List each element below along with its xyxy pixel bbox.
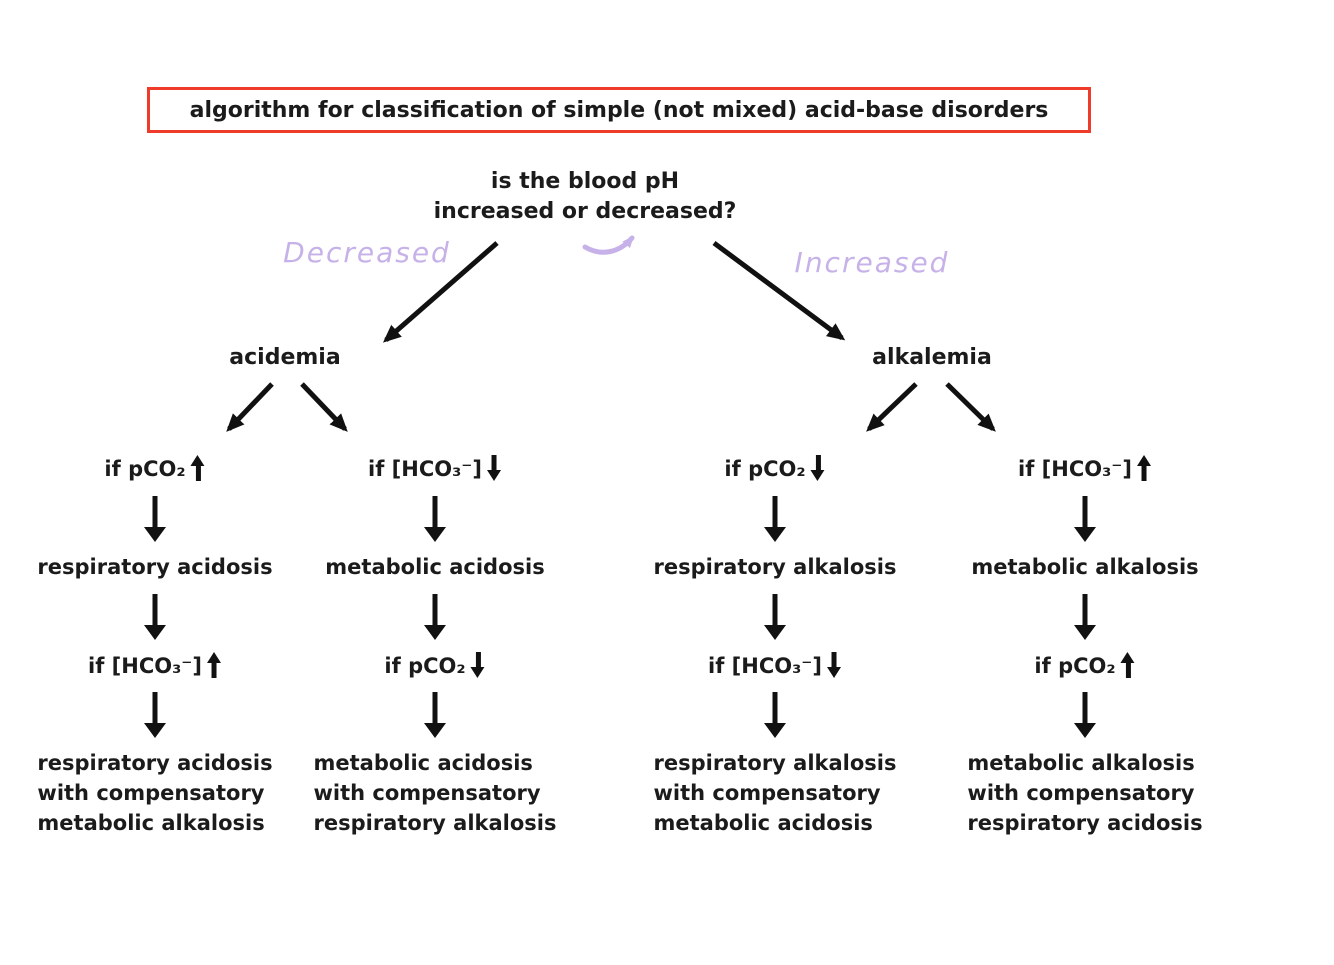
final-line: with compensatory (967, 781, 1195, 805)
column-respiratory-alkalosis: if pCO₂ respiratory alkalosis if [HCO₃⁻]… (615, 440, 935, 920)
flow-arrow-icon (423, 496, 447, 542)
flow-arrow-icon (1073, 594, 1097, 640)
flow-arrow-icon (1073, 496, 1097, 542)
condition-label: if pCO₂ (384, 654, 466, 678)
final-diagnosis: respiratory acidosis with compensatory m… (37, 748, 272, 838)
branch-label-alkalemia: alkalemia (872, 345, 992, 370)
final-line: with compensatory (313, 781, 541, 805)
direction-arrow-icon (810, 455, 826, 481)
diagnosis: metabolic acidosis (325, 555, 545, 579)
annotation-increased: Increased (794, 246, 950, 279)
question-branch-arrows (382, 240, 846, 343)
condition-label: if [HCO₃⁻] (1018, 457, 1132, 481)
alkalemia-fanout-arrows (866, 382, 996, 432)
final-line: metabolic alkalosis (967, 751, 1195, 775)
condition: if pCO₂ (1034, 652, 1135, 678)
flow-arrow-icon (763, 496, 787, 542)
column-respiratory-acidosis: if pCO₂ respiratory acidosis if [HCO₃⁻] … (0, 440, 315, 920)
condition: if [HCO₃⁻] (368, 455, 502, 481)
direction-arrow-icon (1136, 455, 1152, 481)
final-line: metabolic acidosis (653, 811, 873, 835)
flow-arrow-icon (143, 692, 167, 738)
title-box: algorithm for classification of simple (… (147, 87, 1091, 133)
diagnosis: respiratory alkalosis (653, 555, 897, 579)
final-line: metabolic acidosis (313, 751, 533, 775)
question-line-1: is the blood pH (490, 169, 680, 194)
diagram-title: algorithm for classification of simple (… (189, 97, 1049, 123)
final-line: with compensatory (653, 781, 881, 805)
final-line: respiratory acidosis (967, 811, 1203, 835)
diagnosis: metabolic alkalosis (971, 555, 1199, 579)
final-line: respiratory alkalosis (313, 811, 557, 835)
condition-label: if pCO₂ (724, 457, 806, 481)
direction-arrow-icon (826, 652, 842, 678)
final-line: with compensatory (37, 781, 265, 805)
flow-arrow-icon (763, 594, 787, 640)
condition: if [HCO₃⁻] (88, 652, 222, 678)
flow-arrow-icon (1073, 692, 1097, 738)
branch-label-acidemia: acidemia (229, 345, 341, 370)
condition: if pCO₂ (104, 455, 205, 481)
condition: if pCO₂ (384, 652, 485, 678)
final-diagnosis: metabolic alkalosis with compensatory re… (967, 748, 1202, 838)
flow-arrow-icon (423, 594, 447, 640)
column-metabolic-alkalosis: if [HCO₃⁻] metabolic alkalosis if pCO₂ m… (925, 440, 1245, 920)
final-line: metabolic alkalosis (37, 811, 265, 835)
condition-label: if [HCO₃⁻] (88, 654, 202, 678)
flow-arrow-icon (143, 496, 167, 542)
condition-label: if [HCO₃⁻] (368, 457, 482, 481)
column-metabolic-acidosis: if [HCO₃⁻] metabolic acidosis if pCO₂ me… (275, 440, 595, 920)
question-line-2: increased or decreased? (433, 199, 737, 224)
flow-arrow-icon (763, 692, 787, 738)
direction-arrow-icon (486, 455, 502, 481)
condition: if pCO₂ (724, 455, 825, 481)
direction-arrow-icon (470, 652, 486, 678)
final-line: respiratory acidosis (37, 751, 273, 775)
condition-label: if [HCO₃⁻] (708, 654, 822, 678)
diagnosis: respiratory acidosis (37, 555, 273, 579)
root-question: is the blood pH increased or decreased? (434, 167, 737, 227)
flow-arrow-icon (423, 692, 447, 738)
direction-arrow-icon (206, 652, 222, 678)
condition-label: if pCO₂ (1034, 654, 1116, 678)
annotation-decreased: Decreased (283, 236, 451, 269)
flow-arrow-icon (143, 594, 167, 640)
condition: if [HCO₃⁻] (708, 652, 842, 678)
final-line: respiratory alkalosis (653, 751, 897, 775)
direction-arrow-icon (1120, 652, 1136, 678)
condition-label: if pCO₂ (104, 457, 186, 481)
condition: if [HCO₃⁻] (1018, 455, 1152, 481)
purple-curved-arrow-icon (582, 235, 635, 255)
direction-arrow-icon (190, 455, 206, 481)
final-diagnosis: metabolic acidosis with compensatory res… (313, 748, 556, 838)
acidemia-fanout-arrows (226, 382, 348, 432)
final-diagnosis: respiratory alkalosis with compensatory … (653, 748, 896, 838)
